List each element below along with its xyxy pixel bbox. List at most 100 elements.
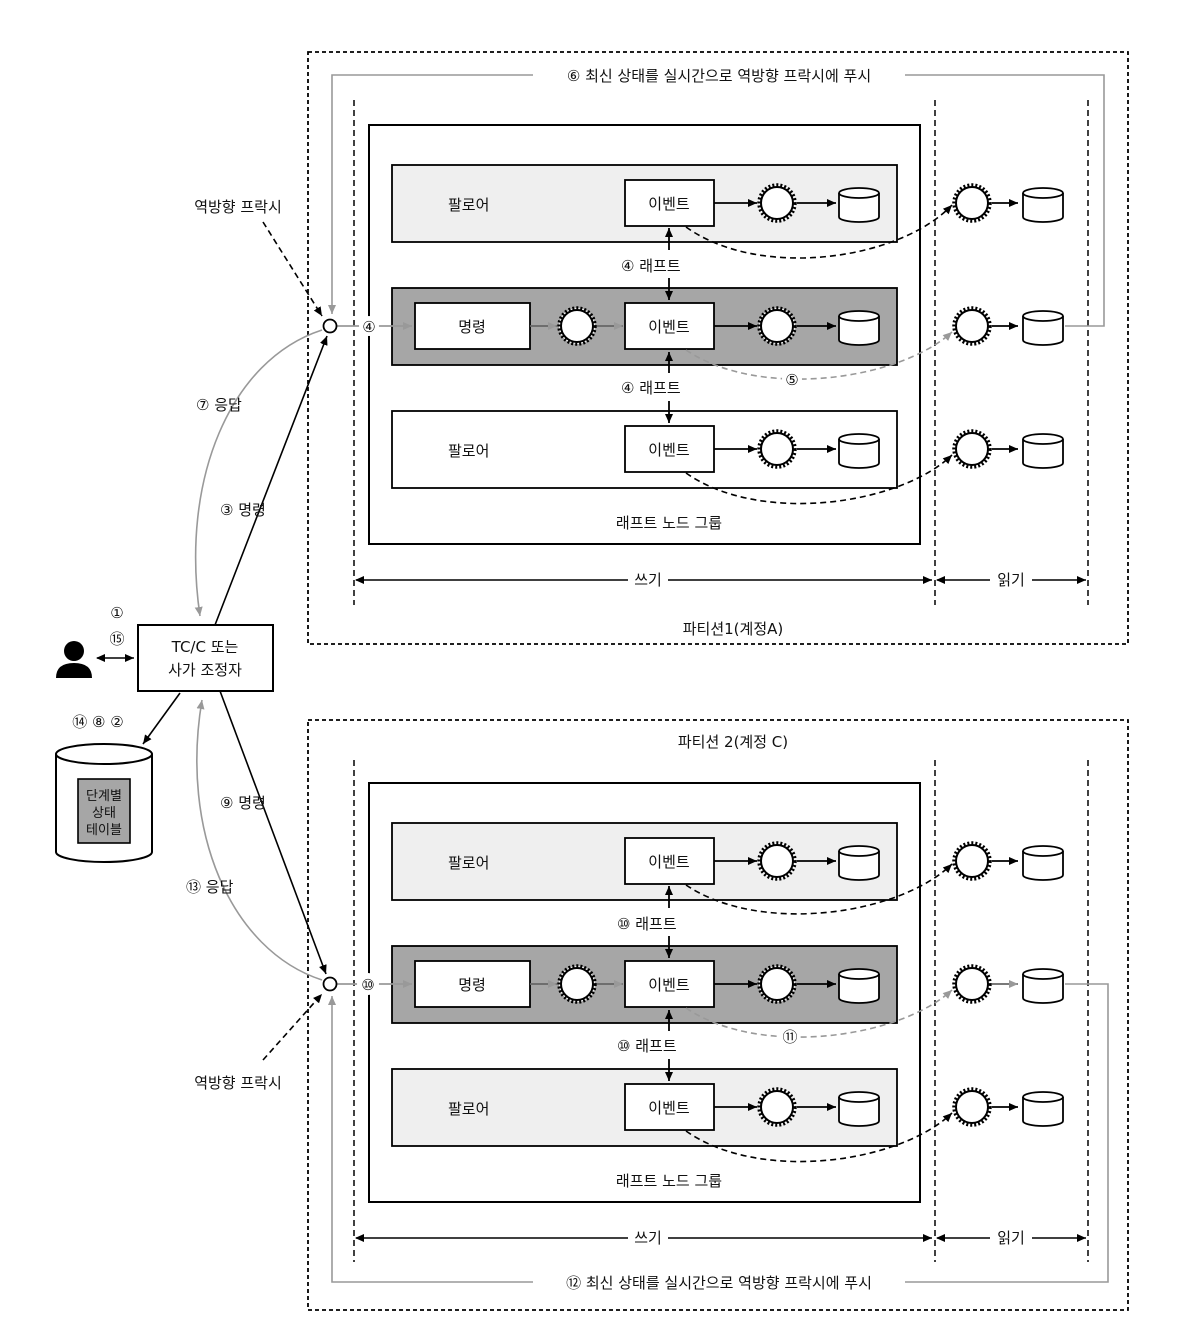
step-14-8-2-label: ⑭ ⑧ ② (72, 713, 123, 731)
partition-2-border (307, 719, 1129, 1311)
database-icon (838, 1091, 880, 1127)
proxy-pointer (262, 993, 323, 1061)
coordinator-line1: TC/C 또는 (171, 638, 239, 656)
follower-label: 팔로어 (448, 442, 489, 460)
database-icon (838, 968, 880, 1004)
reverse-proxy-label: 역방향 프락시 (194, 1074, 282, 1092)
event-label: 이벤트 (648, 1099, 690, 1117)
database-icon (1022, 845, 1064, 881)
write-label: 쓰기 (634, 571, 662, 589)
follower-label: 팔로어 (448, 1100, 489, 1118)
push-line (328, 74, 1105, 327)
step-10-bg (357, 973, 379, 995)
step-13-arrow (196, 699, 323, 981)
raft-node-group-label: 래프트 노드 그룹 (616, 1172, 722, 1190)
proxy-pointer (262, 221, 323, 317)
write-label: 쓰기 (634, 1229, 662, 1247)
step-5-label: ⑤ (785, 371, 798, 389)
step-4-raft-label: ④ 래프트 (621, 257, 681, 275)
state-machine-icon (952, 429, 992, 469)
state-machine-icon (757, 964, 797, 1004)
step-7-arrow (194, 329, 323, 617)
write-label-bg (628, 1227, 668, 1249)
command-box (414, 302, 531, 350)
state-table-line3: 테이블 (86, 823, 122, 838)
database-icon (1022, 1091, 1064, 1127)
write-label-bg (628, 569, 668, 591)
event-label: 이벤트 (648, 853, 690, 871)
state-machine-icon (757, 1087, 797, 1127)
raft-node-group-label: 래프트 노드 그룹 (616, 514, 722, 532)
state-machine-icon (557, 964, 597, 1004)
step-5-bg (782, 369, 802, 389)
state-table-arrow (142, 692, 181, 745)
step-1-label: ① (110, 604, 123, 622)
state-machine-icon (952, 841, 992, 881)
step-9-label: ⑨ 명령 (220, 794, 266, 812)
partition-2: 파티션 2(계정 C) 팔로어 이벤트 명령 이벤트 팔로어 이벤트 (307, 719, 1129, 1311)
step-7-label: ⑦ 응답 (196, 396, 242, 414)
step-9-arrow (219, 690, 327, 975)
projection-curve (685, 989, 953, 1038)
event-label: 이벤트 (648, 441, 690, 459)
push-line (328, 983, 1109, 1283)
step-10-label: ⑩ (361, 976, 374, 994)
step-3-label: ③ 명령 (220, 501, 266, 519)
database-icon (838, 187, 880, 223)
database-icon (1022, 968, 1064, 1004)
state-machine-icon (557, 306, 597, 346)
projection-curve (685, 331, 953, 380)
reverse-proxy-node (322, 976, 338, 992)
state-machine-icon (952, 183, 992, 223)
state-machine-icon (757, 306, 797, 346)
partition-1-label: 파티션1(계정A) (683, 620, 784, 638)
step-11-label: ⑪ (782, 1028, 797, 1046)
step-13-label: ⑬ 응답 (186, 878, 234, 896)
database-icon (838, 310, 880, 346)
event-box (624, 837, 715, 885)
partition-1: 팔로어 이벤트 명령 이벤트 팔로어 이벤트 ④ 래프트 ④ 래프트 (307, 51, 1129, 645)
step-6-label: ⑥ 최신 상태를 실시간으로 역방향 프락시에 푸시 (567, 67, 871, 85)
step-4-bg (359, 316, 379, 336)
follower-label: 팔로어 (448, 854, 489, 872)
projection-curve (685, 863, 953, 915)
event-box (624, 1083, 715, 1131)
coordinator-box (137, 624, 274, 692)
state-machine-icon (757, 429, 797, 469)
read-label: 읽기 (997, 1229, 1025, 1247)
projection-curve (685, 454, 953, 505)
step-15-label: ⑮ (109, 630, 124, 648)
read-label-bg (990, 1227, 1032, 1249)
database-icon (1022, 433, 1064, 469)
event-label: 이벤트 (648, 195, 690, 213)
read-label-bg (990, 569, 1032, 591)
reverse-proxy-label: 역방향 프락시 (194, 198, 282, 216)
state-machine-icon (757, 183, 797, 223)
partition-1-border (307, 51, 1129, 645)
state-machine-icon (952, 964, 992, 1004)
step-4-raft-label: ④ 래프트 (621, 379, 681, 397)
step-12-label-bg (533, 1271, 905, 1293)
command-box (414, 960, 531, 1008)
database-icon (1022, 310, 1064, 346)
event-label: 이벤트 (648, 976, 690, 994)
follower-label: 팔로어 (448, 196, 489, 214)
event-label: 이벤트 (648, 318, 690, 336)
step-3-arrow (214, 335, 328, 626)
user-icon (56, 641, 92, 678)
read-label: 읽기 (997, 571, 1025, 589)
step-10-raft-label: ⑩ 래프트 (617, 915, 677, 933)
event-box (624, 960, 715, 1008)
step-10-raft-label: ⑩ 래프트 (617, 1037, 677, 1055)
command-label: 명령 (458, 318, 486, 336)
projection-curve (685, 1112, 953, 1163)
partition-2-label: 파티션 2(계정 C) (678, 733, 788, 751)
database-icon (1022, 187, 1064, 223)
projection-curve (685, 204, 953, 259)
database-icon (838, 433, 880, 469)
left-side: 역방향 프락시 ④ 역방향 프락시 ⑩ TC/C 또는 사가 조정자 ③ 명령 … (55, 198, 412, 1092)
command-label: 명령 (458, 976, 486, 994)
coordinator-line2: 사가 조정자 (168, 661, 242, 679)
state-table-line2: 상태 (92, 806, 116, 821)
